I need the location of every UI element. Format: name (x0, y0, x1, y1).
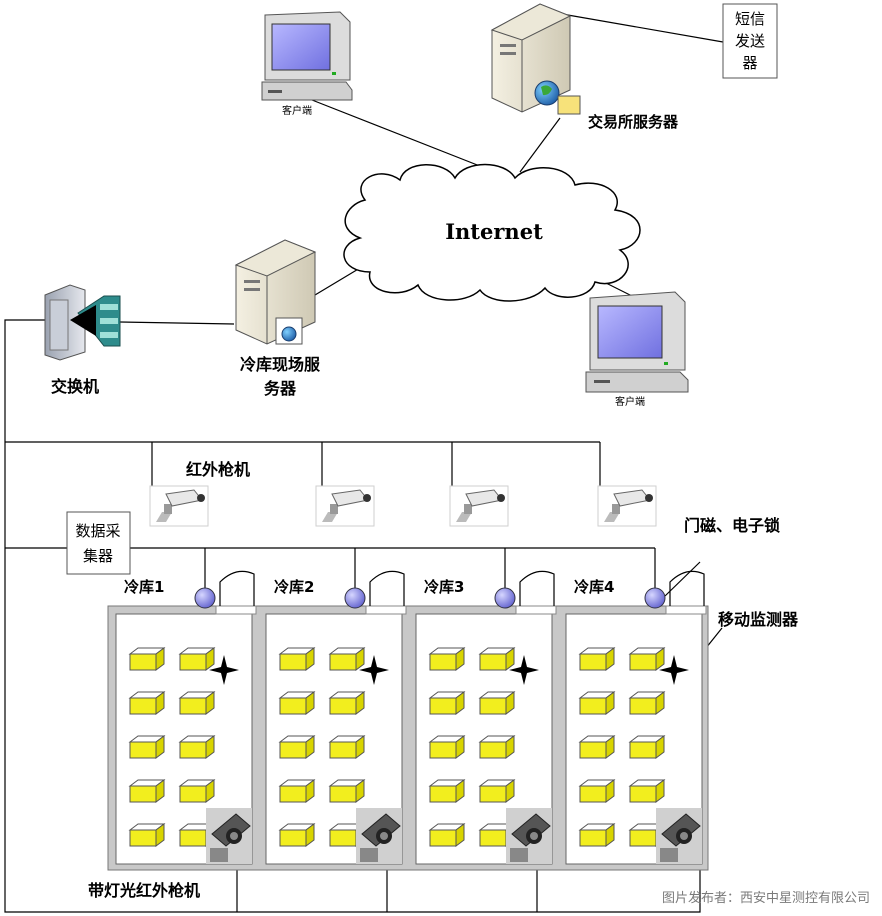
site-server-label-line2: 务器 (264, 379, 297, 398)
data-collector-label-line1: 数据采 (75, 522, 120, 540)
sms-label-line3: 器 (742, 54, 757, 72)
storage-box-icon (328, 647, 366, 671)
storage-box-icon (478, 647, 516, 671)
storage-box-icon (128, 647, 166, 671)
storage-box-icon (478, 691, 516, 715)
storage-box-icon (428, 691, 466, 715)
storage-box-icon (578, 823, 616, 847)
storage-box-icon (128, 779, 166, 803)
internet-label: Internet (445, 219, 543, 244)
door-lock-label: 门磁、电子锁 (684, 516, 780, 535)
mobile-monitor-icon (209, 655, 239, 685)
client-top-computer: 客户端 (261, 11, 353, 117)
site-server: 冷库现场服 务器 (234, 239, 321, 398)
internet-cloud: Internet (343, 163, 641, 302)
cold-rooms: 冷库1 冷库2 冷库3 冷库4 (115, 570, 707, 865)
storage-box-icon (628, 691, 666, 715)
storage-box-icon (178, 647, 216, 671)
network-switch: 交换机 (44, 284, 121, 396)
ir-camera-3 (449, 485, 509, 527)
ir-camera-1 (149, 485, 209, 527)
lighted-ir-camera-icon (506, 808, 552, 864)
lighted-ir-camera-label: 带灯光红外枪机 (88, 881, 200, 900)
client-right-label: 客户端 (615, 395, 645, 408)
storage-box-icon (178, 691, 216, 715)
cold-room-label: 冷库2 (274, 578, 314, 596)
storage-box-icon (478, 779, 516, 803)
cold-room-4: 冷库4 (565, 570, 707, 865)
lighted-ir-camera-icon (656, 808, 702, 864)
storage-box-icon (128, 823, 166, 847)
door-sensor-icon (494, 587, 516, 609)
sms-label-line1: 短信 (735, 10, 765, 28)
storage-box-icon (328, 691, 366, 715)
arrow-left-icon (70, 305, 96, 336)
data-collector: 数据采 集器 (66, 511, 131, 575)
storage-box-icon (428, 735, 466, 759)
mobile-monitor-icon (359, 655, 389, 685)
cold-room-label: 冷库4 (574, 578, 614, 596)
ir-camera-2 (315, 485, 375, 527)
ir-camera-4 (597, 485, 657, 527)
storage-box-icon (478, 735, 516, 759)
cold-room-label: 冷库1 (124, 578, 164, 596)
lighted-ir-camera-icon (356, 808, 402, 864)
storage-box-icon (278, 691, 316, 715)
exchange-server-label: 交易所服务器 (588, 113, 679, 131)
sms-sender: 短信 发送 器 (722, 3, 778, 79)
site-server-label-line1: 冷库现场服 (240, 355, 321, 374)
storage-box-icon (328, 779, 366, 803)
storage-box-icon (628, 735, 666, 759)
storage-box-icon (578, 779, 616, 803)
globe-icon (281, 326, 297, 342)
storage-box-icon (578, 691, 616, 715)
storage-box-icon (578, 735, 616, 759)
cold-room-2: 冷库2 (265, 570, 407, 865)
lighted-ir-camera-icon (206, 808, 252, 864)
storage-box-icon (428, 647, 466, 671)
exchange-server: 交易所服务器 (490, 3, 679, 131)
storage-box-icon (278, 735, 316, 759)
storage-box-icon (278, 823, 316, 847)
cold-room-1: 冷库1 (115, 570, 257, 865)
storage-box-icon (428, 779, 466, 803)
ir-gun-camera-label: 红外枪机 (186, 460, 250, 479)
sms-label-line2: 发送 (735, 32, 765, 50)
storage-box-icon (128, 735, 166, 759)
storage-box-icon (178, 779, 216, 803)
client-right-computer: 客户端 (585, 291, 689, 408)
door-sensor-icon (344, 587, 366, 609)
network-links (4, 13, 724, 913)
storage-box-icon (128, 691, 166, 715)
data-collector-label-line2: 集器 (83, 547, 113, 565)
storage-box-icon (178, 735, 216, 759)
storage-box-icon (278, 647, 316, 671)
mobile-monitor-icon (659, 655, 689, 685)
storage-box-icon (578, 647, 616, 671)
mobile-monitor-icon (509, 655, 539, 685)
switch-label: 交换机 (51, 377, 99, 396)
storage-box-icon (328, 735, 366, 759)
cold-room-3: 冷库3 (415, 570, 557, 865)
client-top-label: 客户端 (282, 104, 312, 117)
storage-box-icon (278, 779, 316, 803)
folder-icon (557, 95, 581, 115)
image-credit: 图片发布者：西安中星测控有限公司 (662, 890, 870, 906)
cold-room-label: 冷库3 (424, 578, 464, 596)
storage-box-icon (428, 823, 466, 847)
door-sensor-icon (194, 587, 216, 609)
storage-box-icon (628, 779, 666, 803)
ir-cameras (149, 485, 657, 527)
door-sensor-icon (644, 587, 666, 609)
storage-box-icon (628, 647, 666, 671)
mobile-monitor-label: 移动监测器 (718, 610, 799, 629)
